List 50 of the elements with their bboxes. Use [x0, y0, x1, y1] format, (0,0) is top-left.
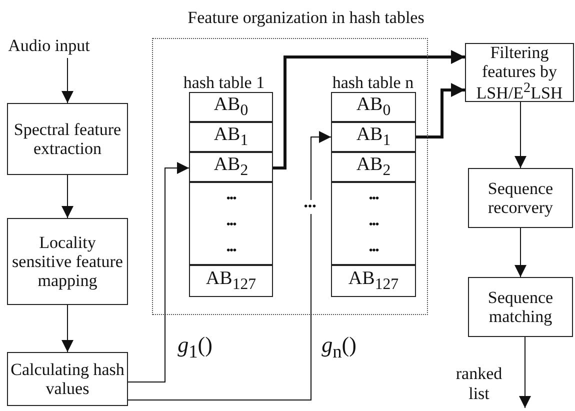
hash-bucket — [189, 265, 273, 297]
arrow — [62, 304, 74, 352]
arrow — [128, 162, 190, 382]
ellipsis-label: ••• — [226, 190, 236, 206]
hash-bucket — [331, 265, 416, 297]
arrow — [62, 58, 74, 104]
bucket-label: AB$_{0}$ — [214, 94, 248, 120]
ellipsis-label: ••• — [368, 242, 378, 258]
arrow — [514, 228, 526, 278]
ellipsis-label: ••• — [368, 216, 378, 232]
bucket-label: AB$_{2}$ — [356, 154, 391, 180]
ellipsis-label: ••• — [226, 242, 236, 258]
arrow — [416, 83, 465, 138]
process-box — [465, 43, 574, 102]
ellipsis-label: ••• — [226, 216, 236, 232]
table-title: hash table n — [332, 73, 414, 92]
table-title: hash table 1 — [183, 73, 265, 92]
box-label: Sequence recorvery — [486, 178, 554, 218]
hash-bucket — [331, 92, 416, 122]
hash-bucket — [189, 182, 273, 265]
hash-bucket — [189, 122, 273, 152]
box-label: Locality sensitive feature mapping — [11, 232, 124, 290]
hash-bucket — [189, 152, 273, 182]
arrow — [514, 102, 526, 168]
bucket-label: AB$_{2}$ — [214, 154, 248, 180]
arrow — [519, 336, 531, 408]
box-label: Spectral feature extraction — [12, 120, 122, 158]
bucket-label: AB$_{0}$ — [356, 94, 391, 120]
process-box — [7, 218, 128, 305]
group-title: Feature organization in hash tables — [188, 8, 424, 28]
box-label: Calculating hash values — [10, 360, 126, 398]
process-box — [7, 352, 128, 406]
bucket-label: AB$_{1}$ — [214, 124, 248, 150]
hash-bucket — [331, 182, 416, 265]
box-label: Sequence matching — [486, 288, 554, 326]
hash-bucket — [189, 92, 273, 122]
arrow — [273, 50, 465, 170]
process-box — [7, 103, 128, 175]
bucket-label: AB$_{1}$ — [356, 124, 391, 150]
process-box — [468, 168, 573, 228]
ellipsis-label: ••• — [368, 190, 378, 206]
bucket-label: AB$_{127}$ — [348, 268, 399, 294]
arrow — [62, 174, 74, 218]
hash-bucket — [331, 122, 416, 152]
bucket-label: AB$_{127}$ — [206, 268, 256, 294]
process-box — [468, 277, 573, 337]
input-label: Audio input — [8, 34, 90, 58]
box-label: Filtering features by LSH/E$^{2}$LSH — [475, 42, 564, 102]
arrow — [128, 131, 332, 400]
hash-bucket — [331, 152, 416, 182]
